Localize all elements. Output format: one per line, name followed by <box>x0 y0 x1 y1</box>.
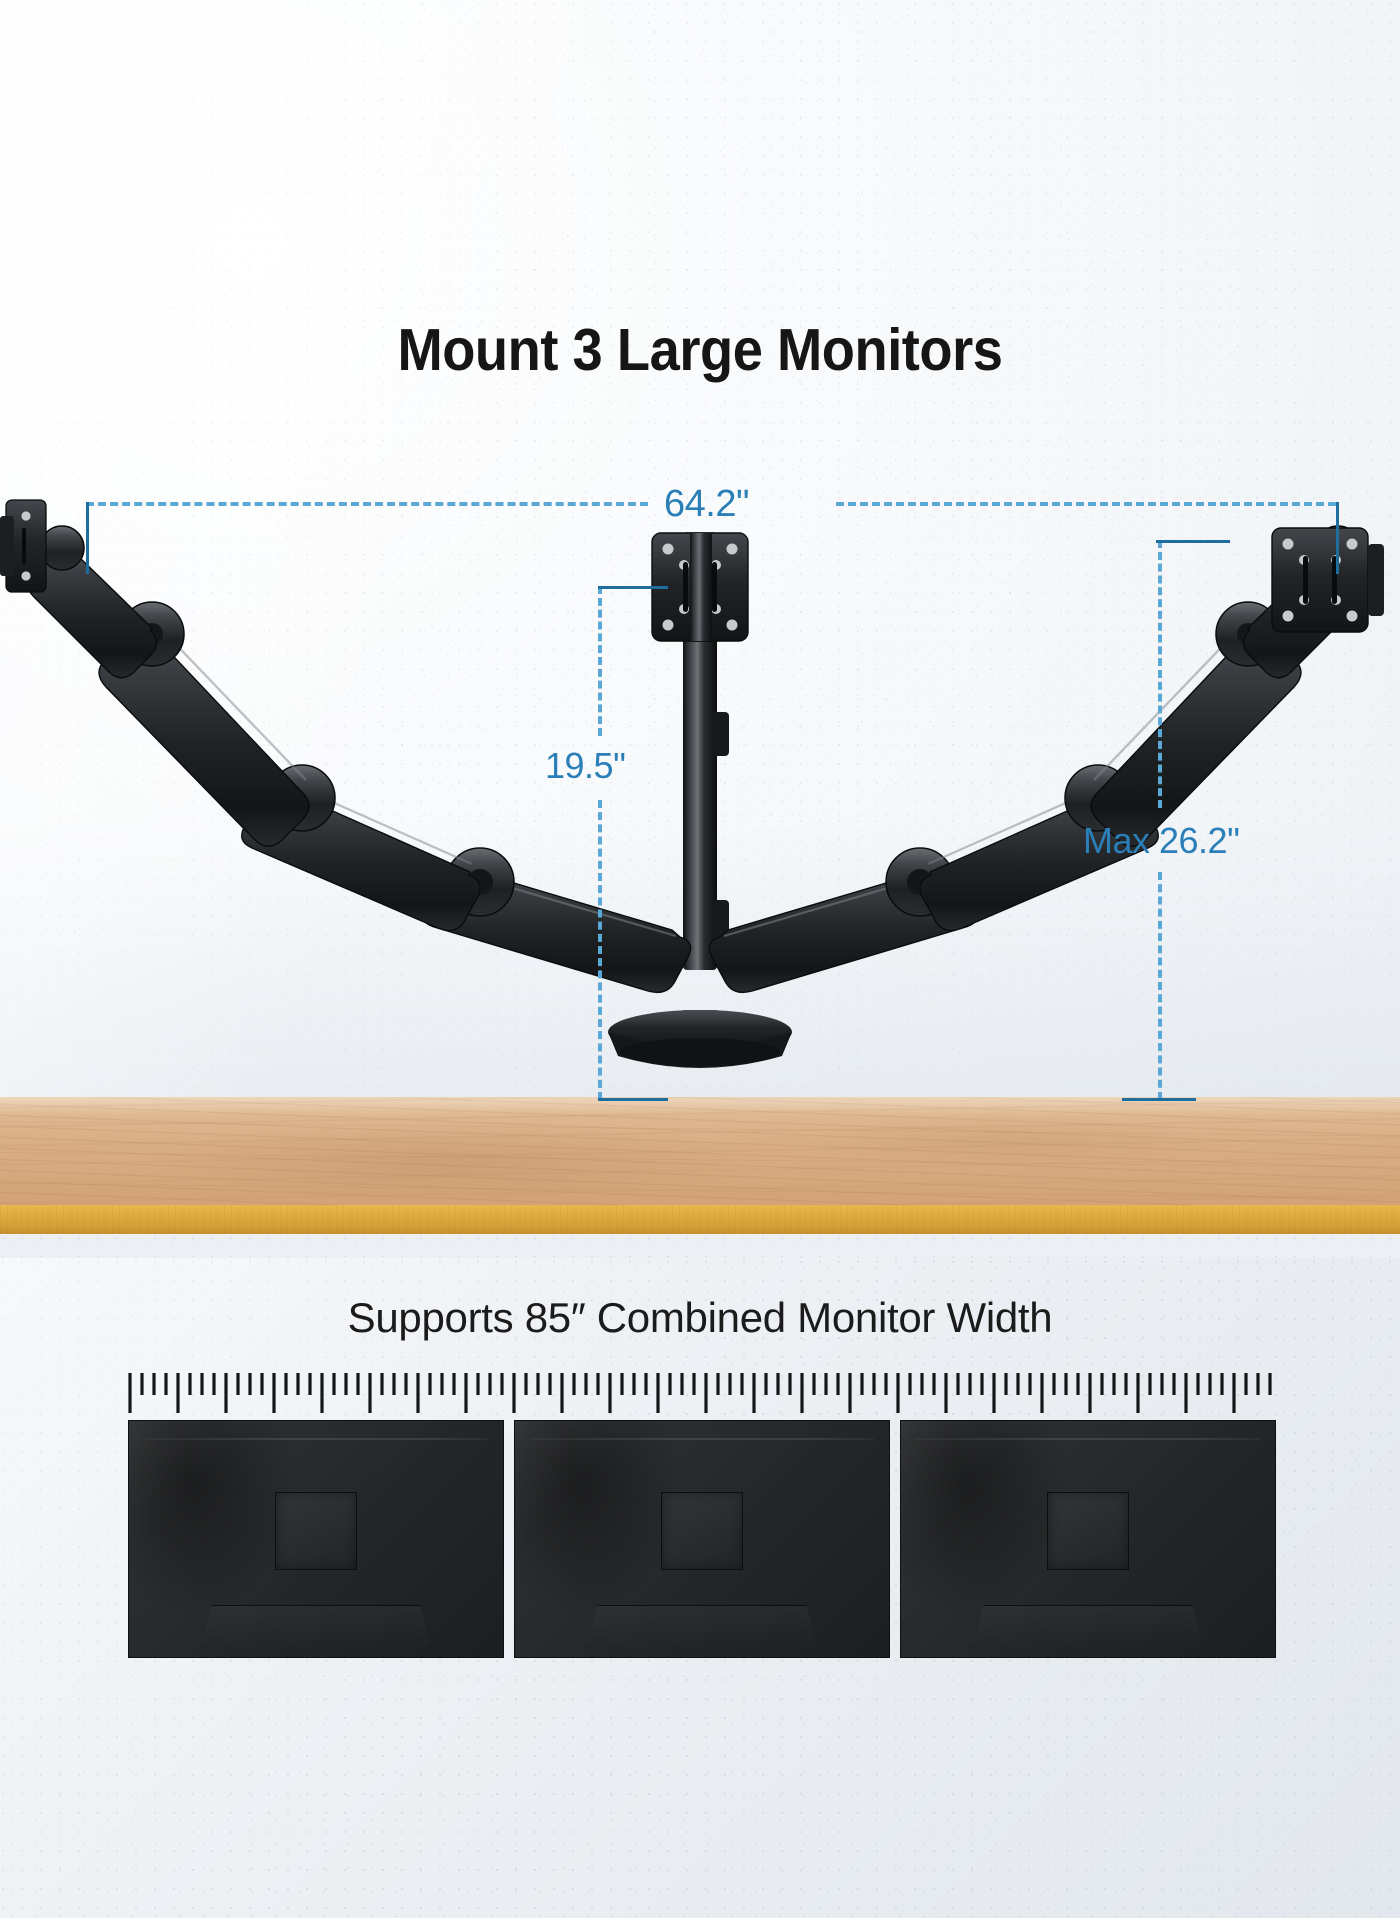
wall-below-desk <box>0 1234 1400 1258</box>
monitor-stand-outline <box>972 1605 1204 1649</box>
right-vesa-head <box>1271 527 1384 633</box>
dim-reach-line-lower <box>1158 872 1162 1100</box>
dim-reach-line-upper <box>1158 540 1162 808</box>
dim-reach-cap-bottom <box>1122 1098 1196 1101</box>
left-vesa-head <box>0 499 47 593</box>
dim-total-width-line-right <box>836 502 1336 506</box>
dim-total-width-label: 64.2" <box>664 483 749 525</box>
measuring-ruler <box>128 1373 1272 1413</box>
monitor-stand-outline <box>200 1605 432 1649</box>
dim-height-line-lower <box>598 800 602 1100</box>
dim-total-width-cap-left <box>86 502 89 574</box>
desk-surface <box>0 1097 1400 1205</box>
dim-height-cap-bottom <box>598 1098 668 1101</box>
desk <box>0 1097 1400 1234</box>
scene-panel-top: Mount 3 Large Monitors 64.2" 19.5" Max 2… <box>0 0 1400 1258</box>
triple-monitor-arm-illustration <box>0 499 1384 1068</box>
vesa-plate-icon <box>275 1491 357 1570</box>
monitor-back-2 <box>514 1420 890 1658</box>
right-arm <box>708 525 1374 994</box>
dim-reach-cap-top <box>1156 540 1230 543</box>
dim-max-reach-label: Max 26.2" <box>1083 820 1240 861</box>
center-vesa-head <box>651 532 749 642</box>
dim-total-width-line-left <box>86 502 648 506</box>
dim-height-line-upper <box>598 586 602 736</box>
desk-clamp-base <box>608 1010 792 1068</box>
page-title: Mount 3 Large Monitors <box>397 317 1003 383</box>
center-pole-assembly <box>608 532 792 1068</box>
monitor-stand-outline <box>586 1605 818 1649</box>
vesa-plate-icon <box>661 1491 743 1570</box>
monitor-row <box>128 1420 1276 1658</box>
monitor-back-1 <box>128 1420 504 1658</box>
desk-front-edge <box>0 1205 1400 1234</box>
vesa-plate-icon <box>1047 1491 1129 1570</box>
dim-height-cap-top <box>598 586 668 589</box>
monitor-back-3 <box>900 1420 1276 1658</box>
left-arm <box>0 499 692 994</box>
dim-pole-height-label: 19.5" <box>545 745 626 786</box>
combined-width-subtitle: Supports 85″ Combined Monitor Width <box>347 1294 1053 1341</box>
dim-total-width-cap-right <box>1336 502 1339 574</box>
